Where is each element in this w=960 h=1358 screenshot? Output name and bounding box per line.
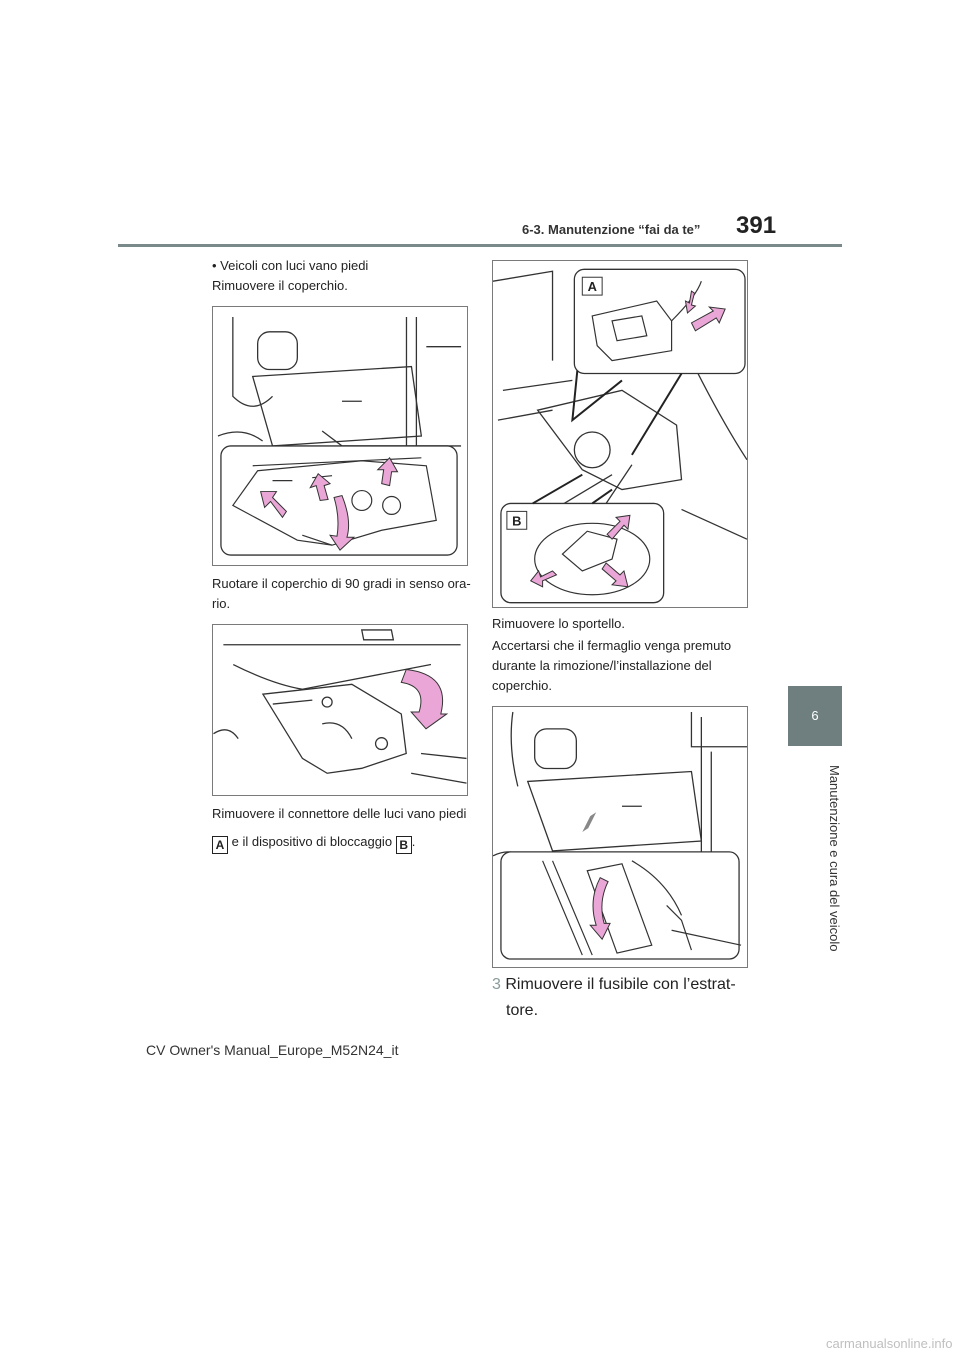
illustration-connector-lock: A B: [493, 268, 747, 604]
step3-text-line1: Rimuovere il fusibile con l’estrat-: [505, 976, 736, 993]
step-remove-cover: Rimuovere il coperchio.: [212, 278, 348, 293]
note-line1: Accertarsi che il fermaglio venga premut…: [492, 638, 732, 653]
step3-line1: 3 Rimuovere il fusibile con l’estrat-: [492, 972, 736, 998]
step3-number: 3: [492, 976, 501, 993]
watermark: carmanualsonline.info: [826, 1336, 953, 1351]
step-connector-mid: e il dispositivo di bloccaggio: [231, 834, 393, 849]
step-connector-line2: A e il dispositivo di bloccaggio B.: [212, 832, 415, 854]
figure-remove-cover: [212, 306, 468, 566]
illustration-remove-door: [493, 711, 747, 960]
figure-connector-lock: A B: [492, 260, 748, 608]
chapter-number: 6: [811, 708, 819, 723]
svg-text:A: A: [588, 279, 597, 294]
svg-text:B: B: [512, 513, 521, 528]
note-line2: durante la rimozione/l’installazione del: [492, 658, 712, 673]
figure-remove-door: [492, 706, 748, 968]
label-b-box: B: [395, 836, 412, 854]
figure-rotate-cover: [212, 624, 468, 796]
footer-manual-name: CV Owner's Manual_Europe_M52N24_it: [146, 1042, 399, 1058]
step3-line2: tore.: [506, 1002, 539, 1019]
chapter-tab: 6: [788, 686, 842, 746]
illustration-rotate-cover: [213, 629, 467, 784]
illustration-dashboard-cover: [217, 316, 462, 556]
page-number: 391: [736, 212, 777, 239]
step-remove-door: Rimuovere lo sportello.: [492, 616, 625, 631]
chapter-title: Manutenzione e cura del veicolo: [827, 764, 842, 952]
label-a-box: A: [212, 836, 228, 854]
step-rotate-line1: Ruotare il coperchio di 90 gradi in sens…: [212, 576, 471, 591]
step-connector-end: .: [411, 834, 416, 849]
step-rotate-line2: rio.: [212, 596, 231, 611]
header-rule: [118, 244, 842, 247]
note-line3: coperchio.: [492, 678, 552, 693]
bullet-text: • Veicoli con luci vano piedi: [212, 258, 369, 273]
section-title: 6-3. Manutenzione “fai da te”: [522, 222, 701, 237]
step-connector-line1: Rimuovere il connettore delle luci vano …: [212, 806, 467, 821]
